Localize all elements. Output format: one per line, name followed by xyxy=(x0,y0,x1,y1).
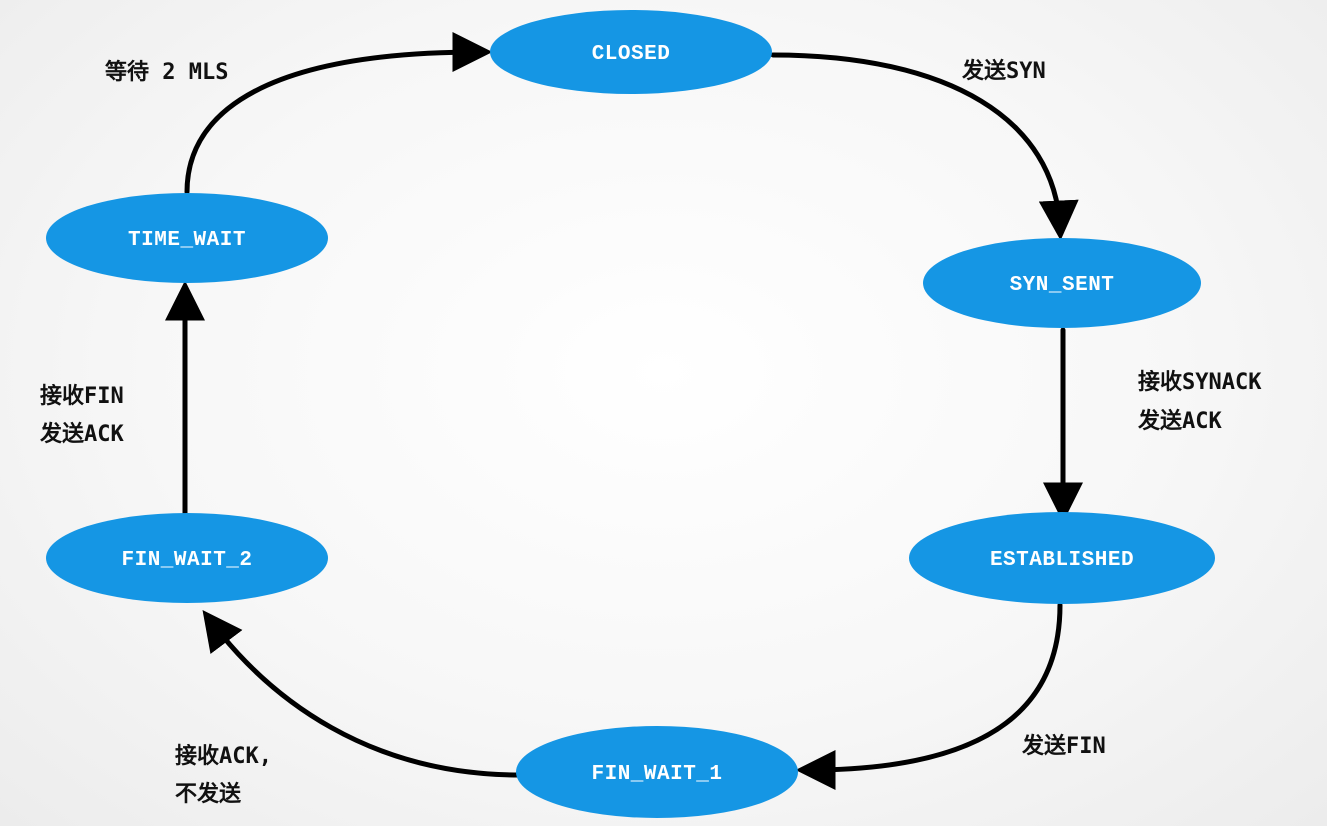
state-established-label: ESTABLISHED xyxy=(990,549,1134,572)
label-wait-2-mls: 等待 2 MLS xyxy=(105,59,228,85)
state-syn-sent-label: SYN_SENT xyxy=(1010,274,1115,297)
state-time-wait: TIME_WAIT xyxy=(46,193,328,283)
state-established: ESTABLISHED xyxy=(909,512,1215,604)
state-fin-wait-1: FIN_WAIT_1 xyxy=(516,726,798,818)
label-send-ack-2: 发送ACK xyxy=(39,421,124,447)
state-closed-label: CLOSED xyxy=(592,43,671,66)
state-fin-wait-2-label: FIN_WAIT_2 xyxy=(121,549,252,572)
edge-established-to-fin-wait-1 xyxy=(795,602,1063,790)
state-fin-wait-1-label: FIN_WAIT_1 xyxy=(591,763,722,786)
label-send-fin: 发送FIN xyxy=(1021,733,1106,759)
label-recv-fin: 接收FIN xyxy=(40,383,124,409)
state-fin-wait-2: FIN_WAIT_2 xyxy=(46,513,328,603)
state-syn-sent: SYN_SENT xyxy=(923,238,1201,328)
label-send-ack-1: 发送ACK xyxy=(1137,408,1222,434)
label-send-syn: 发送SYN xyxy=(961,58,1046,84)
label-no-send: 不发送 xyxy=(175,781,241,807)
state-time-wait-label: TIME_WAIT xyxy=(128,229,246,252)
edge-fin-wait-1-to-fin-wait-2 xyxy=(202,610,523,778)
state-closed: CLOSED xyxy=(490,10,772,94)
edge-closed-to-syn-sent xyxy=(770,52,1079,241)
edge-time-wait-to-closed xyxy=(184,32,493,195)
label-recv-ack: 接收ACK, xyxy=(175,743,272,769)
label-recv-synack: 接收SYNACK xyxy=(1138,369,1262,395)
